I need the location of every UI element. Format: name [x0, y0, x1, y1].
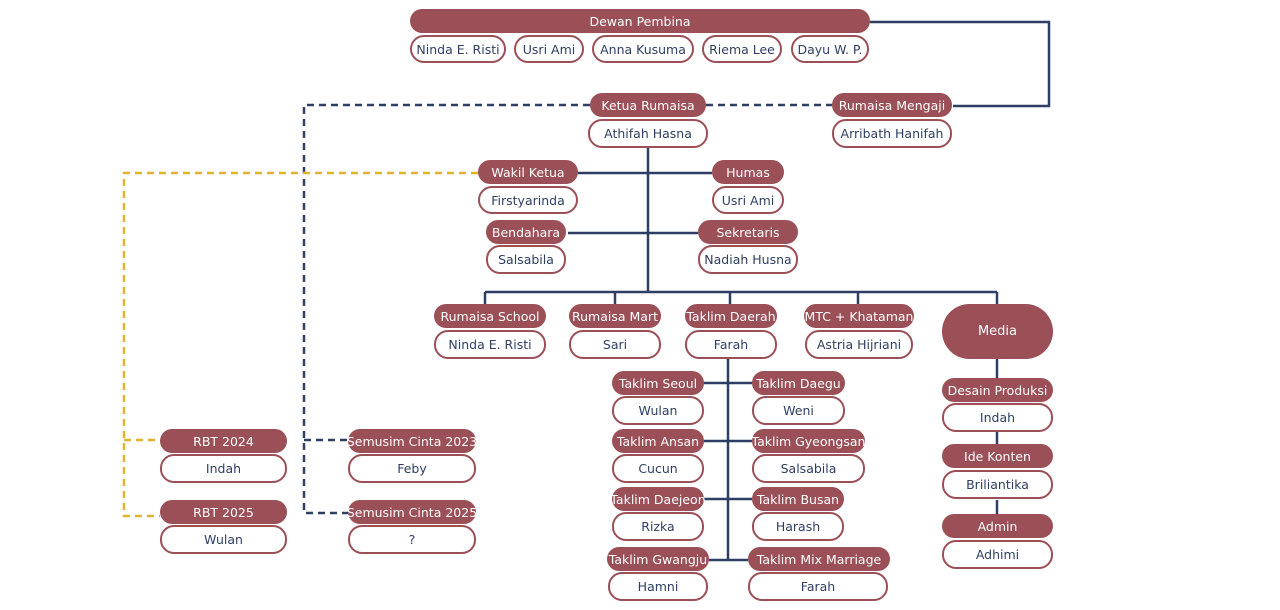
ansan-role: Taklim Ansan: [612, 429, 704, 453]
dashed-navy-connectors: [302, 103, 832, 515]
mengaji-name: Arribath Hanifah: [832, 119, 952, 148]
board-member: Dayu W. P.: [791, 35, 869, 63]
rbt2025-role: RBT 2025: [160, 500, 287, 524]
admin-name: Adhimi: [942, 540, 1053, 569]
sekretaris-role: Sekretaris: [698, 220, 798, 244]
humas-role: Humas: [712, 160, 784, 184]
gyeongsan-name: Salsabila: [752, 454, 865, 483]
mix-name: Farah: [748, 572, 888, 601]
school-role: Rumaisa School: [434, 304, 546, 328]
mtc-name: Astria Hijriani: [805, 330, 913, 359]
wakil-role: Wakil Ketua: [478, 160, 578, 184]
rbt2025-name: Wulan: [160, 525, 287, 554]
gyeongsan-role: Taklim Gyeongsan: [752, 429, 865, 453]
rbt2024-role: RBT 2024: [160, 429, 287, 453]
board-title: Dewan Pembina: [410, 9, 870, 33]
sekretaris-name: Nadiah Husna: [698, 245, 798, 274]
daejeon-role: Taklim Daejeon: [610, 487, 706, 511]
busan-role: Taklim Busan: [752, 487, 844, 511]
ketua-role: Ketua Rumaisa: [590, 93, 706, 117]
semusim2023-role: Semusim Cinta 2023: [347, 429, 477, 453]
mart-name: Sari: [569, 330, 661, 359]
ansan-name: Cucun: [612, 454, 704, 483]
board-member: Usri Ami: [514, 35, 584, 63]
humas-name: Usri Ami: [712, 186, 784, 214]
board-member: Anna Kusuma: [592, 35, 694, 63]
bendahara-name: Salsabila: [486, 245, 566, 274]
bendahara-role: Bendahara: [486, 220, 566, 244]
board-member: Riema Lee: [702, 35, 782, 63]
semusim2023-name: Feby: [348, 454, 476, 483]
gwangju-name: Hamni: [608, 572, 708, 601]
connector-wakil-rbt: [122, 171, 478, 518]
dashed-gold-connectors: [122, 171, 478, 518]
admin-role: Admin: [942, 514, 1053, 538]
mengaji-role: Rumaisa Mengaji: [832, 93, 952, 117]
gwangju-role: Taklim Gwangju: [607, 547, 709, 571]
seoul-role: Taklim Seoul: [612, 371, 704, 395]
daegu-name: Weni: [752, 396, 845, 425]
busan-name: Harash: [752, 512, 844, 541]
mix-role: Taklim Mix Marriage: [748, 547, 890, 571]
daegu-role: Taklim Daegu: [752, 371, 845, 395]
rbt2024-name: Indah: [160, 454, 287, 483]
semusim2025-role: Semusim Cinta 2025: [347, 500, 477, 524]
media-role: Media: [942, 304, 1053, 359]
board-member: Ninda E. Risti: [410, 35, 506, 63]
daerah-name: Farah: [685, 330, 777, 359]
ide-name: Briliantika: [942, 470, 1053, 499]
daejeon-name: Rizka: [612, 512, 704, 541]
ide-role: Ide Konten: [942, 444, 1053, 468]
daerah-role: Taklim Daerah: [685, 304, 777, 328]
semusim2025-name: ?: [348, 525, 476, 554]
mart-role: Rumaisa Mart: [569, 304, 661, 328]
solid-connectors: [483, 20, 1051, 562]
ketua-name: Athifah Hasna: [588, 119, 708, 148]
connector-board-to-mengaji: [870, 20, 1051, 108]
seoul-name: Wulan: [612, 396, 704, 425]
wakil-name: Firstyarinda: [478, 186, 578, 214]
desain-name: Indah: [942, 403, 1053, 432]
mtc-role: MTC + Khataman: [804, 304, 914, 328]
desain-role: Desain Produksi: [942, 378, 1053, 402]
school-name: Ninda E. Risti: [434, 330, 546, 359]
